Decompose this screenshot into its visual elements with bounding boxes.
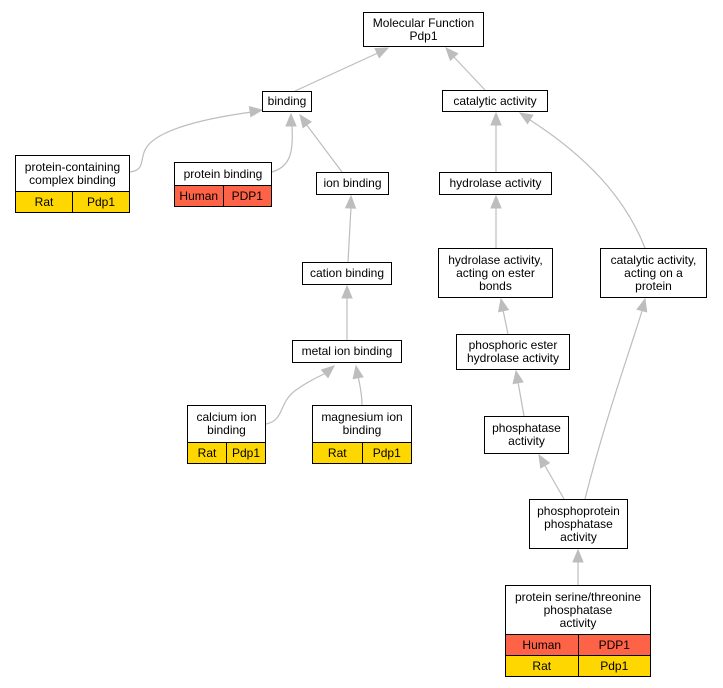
edge-complex_binding-to-binding: [129, 111, 253, 173]
edge-ion_binding-to-binding: [305, 123, 343, 173]
edge-calcium-to-metal_ion: [265, 372, 327, 425]
node-phosphoprotein-phosphatase-activity[interactable]: phosphoprotein phosphatase activity: [529, 499, 628, 549]
edge-phosphoprotein-to-catalytic_protein: [584, 310, 643, 500]
node-hydrolase-activity-acting-on-ester-bonds[interactable]: hydrolase activity, acting on ester bond…: [438, 248, 553, 298]
arrowhead: [512, 369, 524, 385]
gene-cell: Pdp1: [361, 443, 412, 463]
edge-phosphatase-to-phosphoric: [517, 381, 525, 417]
node-molecular-function-pdp1[interactable]: Molecular Function Pdp1: [363, 12, 484, 47]
gene-cell: Pdp1: [72, 192, 129, 212]
arrowhead: [538, 453, 551, 469]
node-phosphatase-activity[interactable]: phosphatase activity: [484, 416, 569, 454]
species-cell: Human: [522, 637, 562, 652]
gene-cell: PDP1: [222, 186, 272, 206]
node-label: calcium ion binding: [196, 410, 257, 437]
species-cell: Rat: [34, 194, 54, 209]
node-magnesium-ion-binding[interactable]: magnesium ion binding Rat Pdp1: [312, 405, 412, 464]
node-binding[interactable]: binding: [262, 91, 312, 112]
arrowhead: [341, 284, 353, 299]
node-label: protein-containing complex binding: [24, 159, 121, 187]
node-protein-containing-complex-binding[interactable]: protein-containing complex binding Rat P…: [15, 155, 130, 213]
node-label: phosphoric ester hydrolase activity: [466, 338, 560, 365]
arrowhead: [497, 297, 510, 313]
node-protein-serine-threonine-phosphatase-activity[interactable]: protein serine/threonine phosphatase act…: [505, 585, 651, 677]
node-label: phosphatase activity: [492, 421, 561, 448]
node-label: phosphoprotein phosphatase activity: [537, 503, 620, 544]
species-cell: Human: [179, 188, 219, 203]
node-label: hydrolase activity: [449, 176, 542, 190]
arrowhead: [490, 194, 502, 209]
node-label: protein serine/threonine phosphatase act…: [514, 589, 642, 630]
edge-cation_binding-to-ion_binding: [347, 206, 352, 263]
species-cell: Rat: [327, 445, 347, 460]
arrowhead: [285, 112, 297, 127]
arrowhead: [518, 112, 534, 125]
annotation-row-rat: Rat Pdp1: [313, 442, 411, 463]
node-label: cation binding: [309, 266, 385, 280]
node-cation-binding[interactable]: cation binding: [302, 262, 392, 285]
node-ion-binding[interactable]: ion binding: [316, 172, 389, 195]
arrowhead: [344, 194, 357, 209]
arrowhead: [636, 297, 648, 313]
arrowhead: [445, 47, 459, 62]
annotation-row-rat: Rat Pdp1: [16, 191, 129, 212]
edge-catalytic_protein-to-catalytic: [529, 119, 646, 249]
gene-cell: PDP1: [577, 635, 651, 655]
species-cell: Rat: [197, 445, 217, 460]
arrowhead: [299, 113, 312, 129]
node-catalytic-activity[interactable]: catalytic activity: [442, 90, 548, 112]
node-label: catalytic activity, acting on a protein: [610, 252, 697, 293]
edge-binding-to-root: [294, 51, 381, 92]
arrowhead: [248, 106, 264, 118]
node-label: Molecular Function Pdp1: [372, 15, 475, 43]
annotation-row-rat: Rat Pdp1: [506, 655, 650, 676]
arrowhead: [572, 548, 584, 563]
arrowhead: [320, 365, 335, 379]
gene-cell: Pdp1: [226, 443, 265, 463]
node-calcium-ion-binding[interactable]: calcium ion binding Rat Pdp1: [187, 405, 266, 464]
node-label: hydrolase activity, acting on ester bond…: [448, 252, 543, 293]
node-label: magnesium ion binding: [321, 410, 403, 437]
arrowhead: [374, 47, 390, 59]
annotation-row-rat: Rat Pdp1: [188, 442, 265, 463]
arrowhead: [352, 364, 364, 380]
node-label: binding: [267, 94, 307, 108]
edge-phosphoprotein-to-phosphatase: [543, 463, 565, 500]
node-label: ion binding: [323, 176, 382, 190]
annotation-row-human: Human PDP1: [175, 185, 271, 206]
species-cell: Rat: [532, 658, 552, 673]
node-label: metal ion binding: [301, 344, 393, 358]
node-protein-binding[interactable]: protein binding Human PDP1: [174, 162, 272, 207]
node-label: protein binding: [183, 166, 263, 181]
node-metal-ion-binding[interactable]: metal ion binding: [292, 340, 402, 363]
gene-cell: Pdp1: [577, 656, 651, 676]
node-phosphoric-ester-hydrolase-activity[interactable]: phosphoric ester hydrolase activity: [456, 334, 570, 370]
node-label: catalytic activity: [453, 93, 537, 108]
edge-catalytic-to-root: [451, 54, 486, 91]
edge-phosphoric-to-hydrolase_ester: [502, 309, 509, 335]
edge-magnesium-to-metal_ion: [357, 375, 363, 406]
arrowhead: [490, 111, 502, 126]
annotation-row-human: Human PDP1: [506, 634, 650, 655]
node-catalytic-activity-acting-on-a-protein[interactable]: catalytic activity, acting on a protein: [600, 248, 707, 298]
node-hydrolase-activity[interactable]: hydrolase activity: [439, 172, 552, 195]
edge-protein_binding-to-binding: [271, 124, 293, 173]
